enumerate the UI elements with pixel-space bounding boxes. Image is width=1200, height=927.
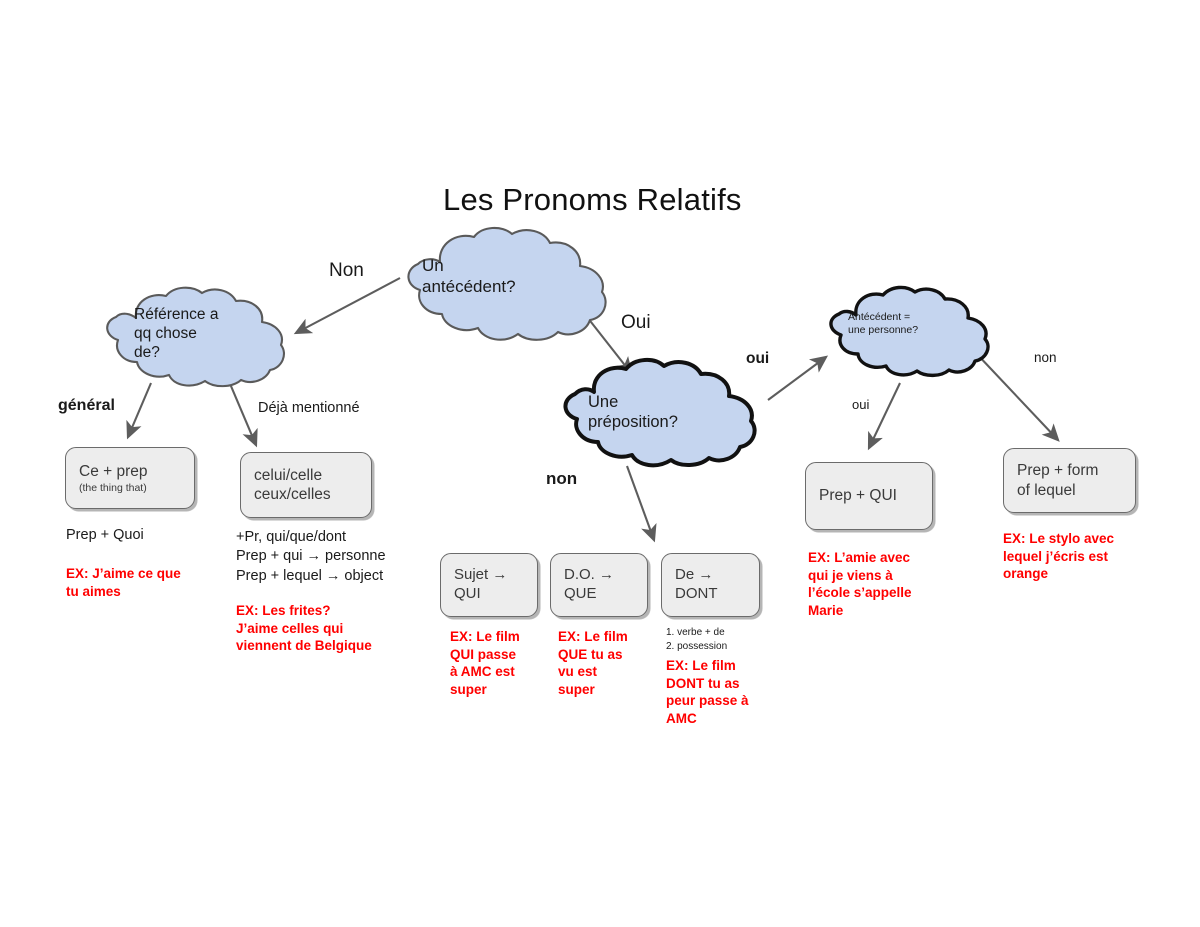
box-do-que-label: D.O. → QUE: [564, 566, 615, 602]
edge-antecedent-to-reference: [293, 277, 401, 335]
box-sujet-qui-label: Sujet → QUI: [454, 566, 508, 602]
cloud-une-preposition: Une préposition?: [546, 358, 768, 468]
example-stylo-lequel: EX: Le stylo avec lequel j’écris est ora…: [1003, 531, 1115, 582]
note-dont-uses: 1. verbe + de 2. possession: [666, 627, 728, 652]
box-ce-prep[interactable]: Ce + prep (the thing that): [65, 447, 195, 509]
edge-label-oui-center: Oui: [621, 312, 651, 333]
edge-reference-to-celuicelle: [227, 378, 258, 448]
example-ce-que: EX: J’aime ce que tu aimes: [66, 566, 181, 599]
edge-label-non-preposition: non: [546, 469, 578, 488]
edge-label-general: général: [58, 397, 115, 414]
cloud-un-antecedent-label: Un antécédent?: [422, 256, 516, 296]
edge-label-non-to-preplequel: non: [1034, 350, 1057, 365]
cloud-une-preposition-label: Une préposition?: [588, 393, 678, 432]
edge-preposition-to-sujet: [626, 465, 657, 543]
example-amie-avec-qui: EX: L’amie avec qui je viens à l’école s…: [808, 550, 912, 618]
note-prep-quoi: Prep + Quoi: [66, 527, 144, 543]
box-sujet-qui[interactable]: Sujet → QUI: [440, 553, 538, 617]
page-title: Les Pronoms Relatifs: [443, 182, 742, 217]
box-prep-qui[interactable]: Prep + QUI: [805, 462, 933, 530]
box-prep-form-lequel[interactable]: Prep + form of lequel: [1003, 448, 1136, 513]
edge-label-oui-to-prepqui: oui: [852, 397, 870, 412]
edge-personne-to-prepqui: [867, 382, 901, 451]
cloud-reference-qq-chose: Référence a qq chose de?: [92, 286, 298, 388]
edge-label-non-left: Non: [329, 260, 364, 281]
box-ce-prep-label: Ce + prep: [79, 462, 148, 480]
example-que-tu-as-vu: EX: Le film QUE tu as vu est super: [558, 629, 628, 697]
box-prep-form-lequel-label: Prep + form of lequel: [1017, 462, 1099, 499]
cloud-antecedent-personne-label: Antécédent = une personne?: [848, 311, 919, 336]
box-prep-qui-label: Prep + QUI: [819, 487, 897, 505]
box-ce-prep-sublabel: (the thing that): [79, 481, 147, 494]
box-celui-celle-label: celui/celle ceux/celles: [254, 466, 331, 503]
cloud-antecedent-personne: Antécédent = une personne?: [816, 285, 1000, 378]
example-dont-tu-as-peur: EX: Le film DONT tu as peur passe à AMC: [666, 658, 749, 726]
edge-reference-to-ceprep: [126, 382, 152, 440]
box-do-que[interactable]: D.O. → QUE: [550, 553, 648, 617]
edge-label-oui-to-personne: oui: [746, 350, 770, 367]
note-pr-qui-que-dont: +Pr, qui/que/dont Prep + qui → personne …: [236, 529, 386, 584]
example-celles-qui: EX: Les frites? J’aime celles qui vienne…: [236, 603, 372, 654]
box-de-dont-label: De → DONT: [675, 566, 718, 602]
cloud-reference-label: Référence a qq chose de?: [134, 306, 219, 361]
box-celui-celle[interactable]: celui/celle ceux/celles: [240, 452, 372, 518]
box-de-dont[interactable]: De → DONT: [661, 553, 760, 617]
edge-label-deja-mentionne: Déjà mentionné: [258, 400, 360, 416]
example-qui-passe: EX: Le film QUI passe à AMC est super: [450, 629, 520, 697]
cloud-un-antecedent: Un antécédent?: [390, 226, 616, 344]
